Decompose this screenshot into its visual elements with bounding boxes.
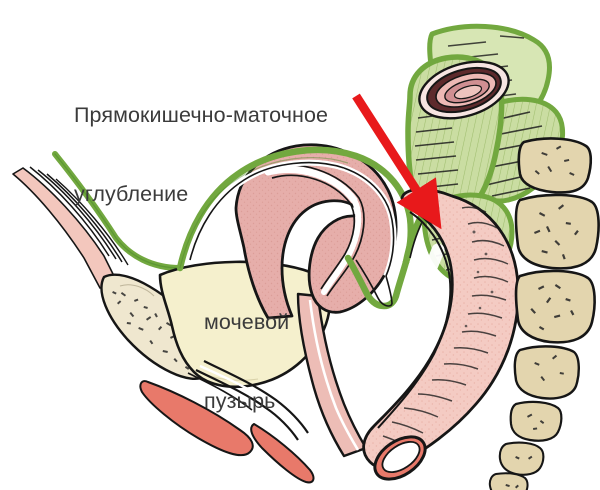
label-urinary-bladder-line2: пузырь <box>204 389 276 414</box>
sacrum-coccyx-group <box>488 137 600 490</box>
colon-lumen-rings <box>418 60 510 120</box>
label-rectouterine-pouch-line1: Прямокишечно-маточное <box>74 103 329 128</box>
vagina-group <box>296 292 368 458</box>
peritoneum-uterus <box>176 146 415 278</box>
label-urinary-bladder-line1: мочевой <box>204 310 290 335</box>
pointer-arrow <box>352 93 442 230</box>
urinary-bladder-group <box>158 260 332 388</box>
clitoris-vessel-group <box>139 380 315 484</box>
peritoneum-anterior <box>52 151 183 271</box>
urethra-group <box>187 360 309 441</box>
rectum-group <box>362 188 520 470</box>
label-rectouterine-pouch-line2: углубление <box>74 182 189 207</box>
label-urinary-bladder: мочевой пузырь <box>204 257 289 467</box>
label-rectouterine-pouch: Прямокишечно-маточное углубление <box>74 50 328 260</box>
abdominal-wall-muscle-group <box>12 166 129 289</box>
anal-canal-group <box>373 435 427 481</box>
